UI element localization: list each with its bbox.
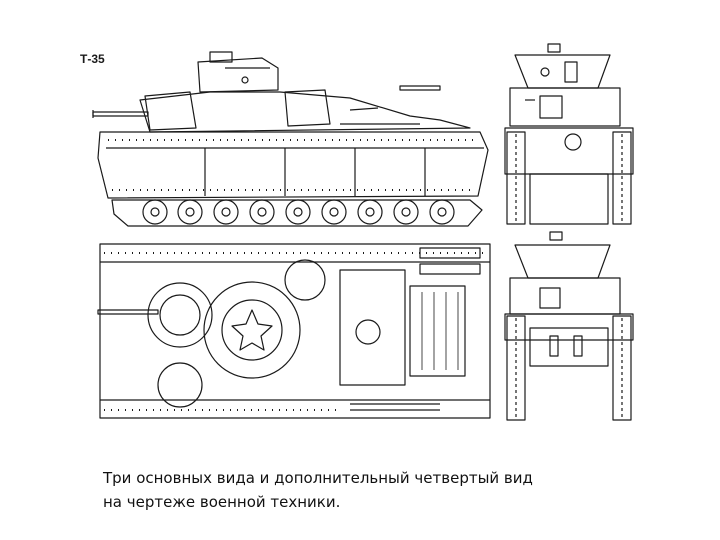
caption: Три основных вида и дополнительный четве… bbox=[103, 466, 663, 514]
rear-view bbox=[504, 231, 634, 421]
side-view bbox=[92, 51, 489, 227]
caption-line-2: на чертеже военной техники. bbox=[103, 493, 341, 511]
top-view bbox=[97, 243, 491, 419]
drawing-label: Т-35 bbox=[80, 52, 105, 66]
caption-line-1: Три основных вида и дополнительный четве… bbox=[103, 469, 533, 487]
front-view bbox=[504, 43, 634, 225]
